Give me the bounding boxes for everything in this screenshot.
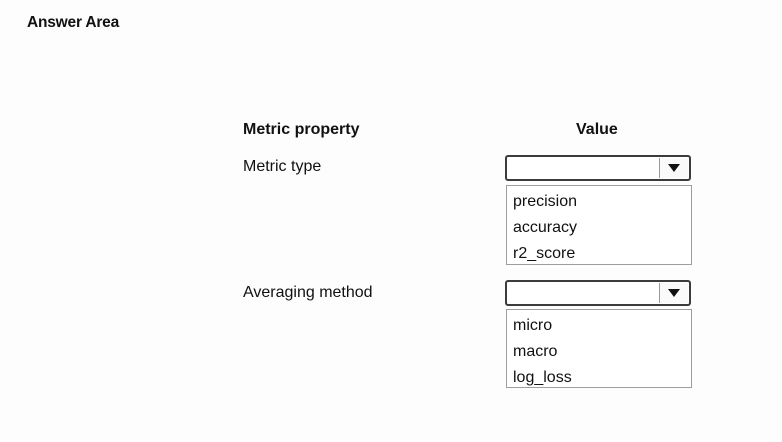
averaging-method-option-micro[interactable]: micro — [513, 317, 553, 334]
metric-type-label: Metric type — [243, 158, 322, 175]
metric-property-header: Metric property — [243, 121, 360, 138]
averaging-method-dropdown-button[interactable] — [659, 283, 688, 303]
metric-type-dropdown-button[interactable] — [659, 158, 688, 178]
metric-type-dropdown[interactable] — [505, 155, 691, 181]
value-header: Value — [576, 121, 618, 138]
metric-type-option-list: precision accuracy r2_score — [506, 185, 692, 265]
metric-type-option-r2-score[interactable]: r2_score — [513, 245, 576, 262]
averaging-method-option-log-loss[interactable]: log_loss — [513, 369, 572, 386]
metric-type-option-accuracy[interactable]: accuracy — [513, 219, 578, 236]
averaging-method-dropdown[interactable] — [505, 280, 691, 306]
answer-area-title: Answer Area — [27, 14, 119, 31]
averaging-method-label: Averaging method — [243, 284, 373, 301]
metric-type-option-precision[interactable]: precision — [513, 193, 578, 210]
averaging-method-option-macro[interactable]: macro — [513, 343, 558, 360]
chevron-down-icon — [668, 289, 680, 297]
chevron-down-icon — [668, 164, 680, 172]
averaging-method-option-list: micro macro log_loss — [506, 309, 692, 388]
